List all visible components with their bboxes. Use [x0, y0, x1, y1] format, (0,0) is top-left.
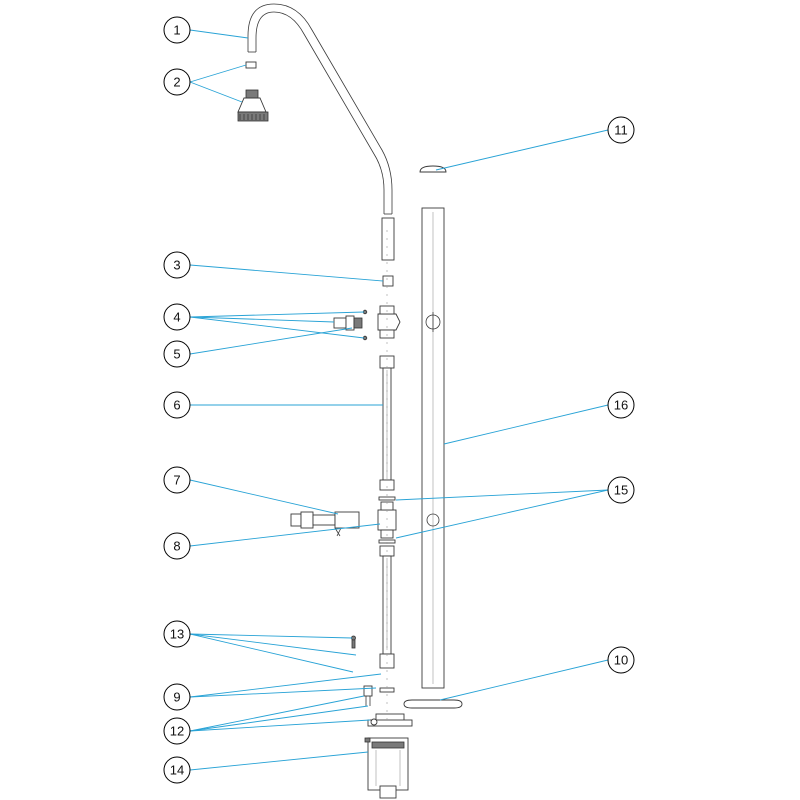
callout-2-label: 2: [173, 75, 180, 90]
callout-7-label: 7: [173, 473, 180, 488]
callout-9-label: 9: [173, 690, 180, 705]
part-1-gooseneck-pipe: [247, 3, 393, 215]
leader-lines: [189, 29, 609, 771]
callout-11: 11: [607, 116, 635, 144]
callout-16: 16: [607, 391, 635, 419]
callout-3-label: 3: [173, 258, 180, 273]
callout-8-label: 8: [173, 539, 180, 554]
part-2-shower-head: [237, 61, 269, 122]
part-11-column-cap: [419, 165, 447, 173]
callout-9: 9: [163, 683, 191, 711]
callout-12: 12: [163, 717, 191, 745]
part-14-base-socket: [364, 737, 409, 799]
part-4-5-valve-assembly: [333, 305, 401, 341]
callout-10: 10: [607, 646, 635, 674]
callout-1-label: 1: [173, 23, 180, 38]
callout-14: 14: [163, 756, 191, 784]
callout-4: 4: [163, 303, 191, 331]
callout-6-label: 6: [173, 398, 180, 413]
callout-5: 5: [163, 340, 191, 368]
callout-4-label: 4: [173, 310, 180, 325]
callout-16-label: 16: [614, 398, 628, 413]
callout-5-label: 5: [173, 347, 180, 362]
callout-1: 1: [163, 16, 191, 44]
callout-7: 7: [163, 466, 191, 494]
callout-15: 15: [607, 476, 635, 504]
upper-pipe-section: [381, 217, 395, 261]
part-9-12-13-small-fittings: [351, 635, 413, 727]
callout-2: 2: [163, 68, 191, 96]
callout-12-label: 12: [170, 724, 184, 739]
callout-8: 8: [163, 532, 191, 560]
part-16-column: [421, 207, 445, 689]
callout-10-label: 10: [614, 653, 628, 668]
callout-13-label: 13: [170, 627, 184, 642]
callout-14-label: 14: [170, 763, 184, 778]
callout-6: 6: [163, 391, 191, 419]
part-3-nipple: [382, 275, 394, 287]
callout-3: 3: [163, 251, 191, 279]
callout-11-label: 11: [614, 123, 628, 138]
callout-15-label: 15: [614, 483, 628, 498]
part-7-8-lower-valve: [290, 501, 397, 539]
callout-13: 13: [163, 620, 191, 648]
part-10-base-plate: [403, 699, 463, 709]
